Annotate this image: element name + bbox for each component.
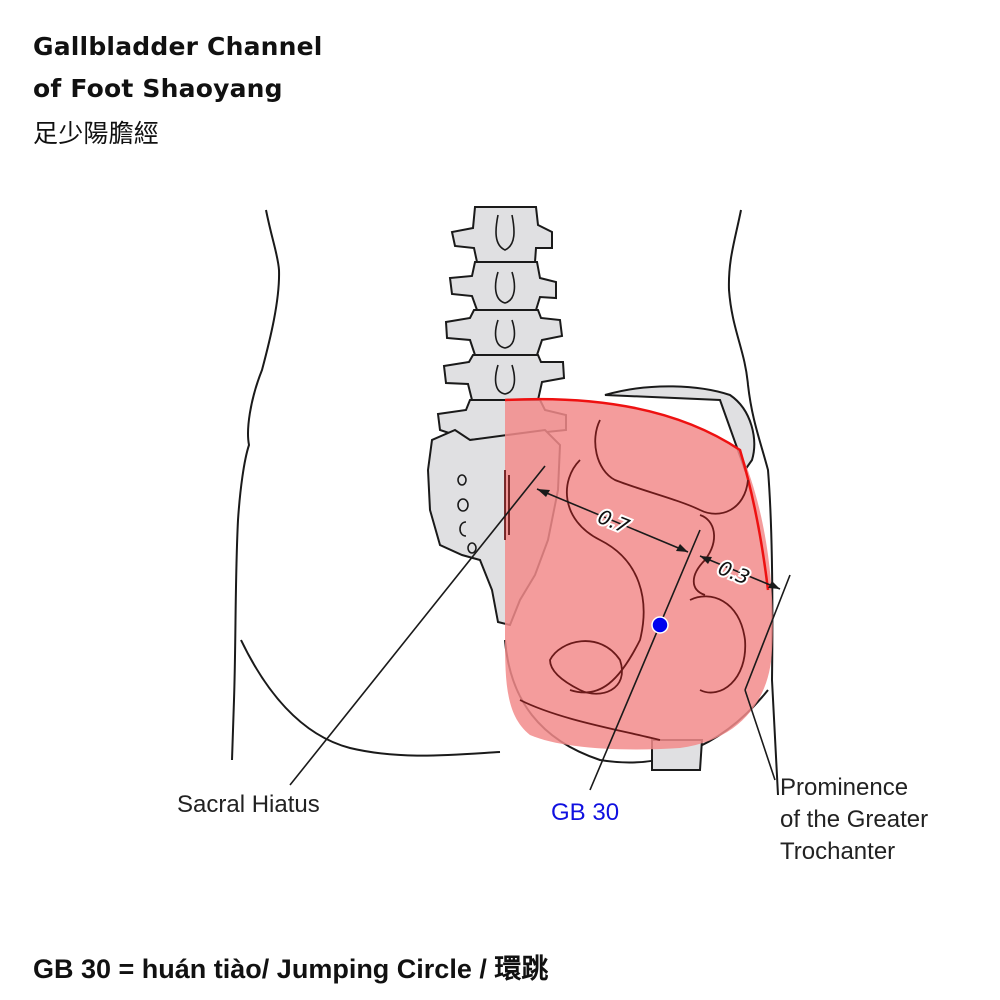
arrowheads: [537, 489, 780, 589]
acupoint-caption: GB 30 = huán tiào/ Jumping Circle / 環跳: [33, 954, 549, 984]
left-flank-line: [231, 209, 281, 761]
channel-title-line2: of Foot Shaoyang: [33, 74, 283, 103]
gb30-label: GB 30: [551, 799, 620, 826]
channel-title-chinese: 足少陽膽經: [33, 119, 160, 148]
trochanter-tick-line: [744, 574, 791, 691]
greater-trochanter-label: Prominence of the Greater Trochanter: [780, 772, 928, 868]
left-buttock-curve: [240, 639, 501, 757]
trochanter-label-line2: of the Greater: [780, 806, 929, 833]
vertebra-details: [457, 214, 516, 554]
trochanter-leader: [744, 689, 776, 781]
gluteal-highlight-region: [505, 399, 773, 750]
right-flank-line: [727, 209, 779, 796]
channel-title-line1: Gallbladder Channel: [33, 32, 323, 61]
arrow-0-7: [536, 488, 689, 553]
arrow-0-3: [699, 555, 781, 590]
sacral-hiatus-leader: [289, 465, 546, 786]
sacral-hiatus-label: Sacral Hiatus: [177, 791, 320, 818]
iliac-crest-border: [504, 397, 770, 591]
trochanter-label-line1: Prominence: [780, 774, 909, 801]
gb30-acupoint-marker[interactable]: [651, 616, 669, 634]
trochanter-label-line3: Trochanter: [780, 838, 896, 865]
trochanter-vertical-line: [589, 529, 701, 791]
measurement-lines: [289, 465, 791, 791]
